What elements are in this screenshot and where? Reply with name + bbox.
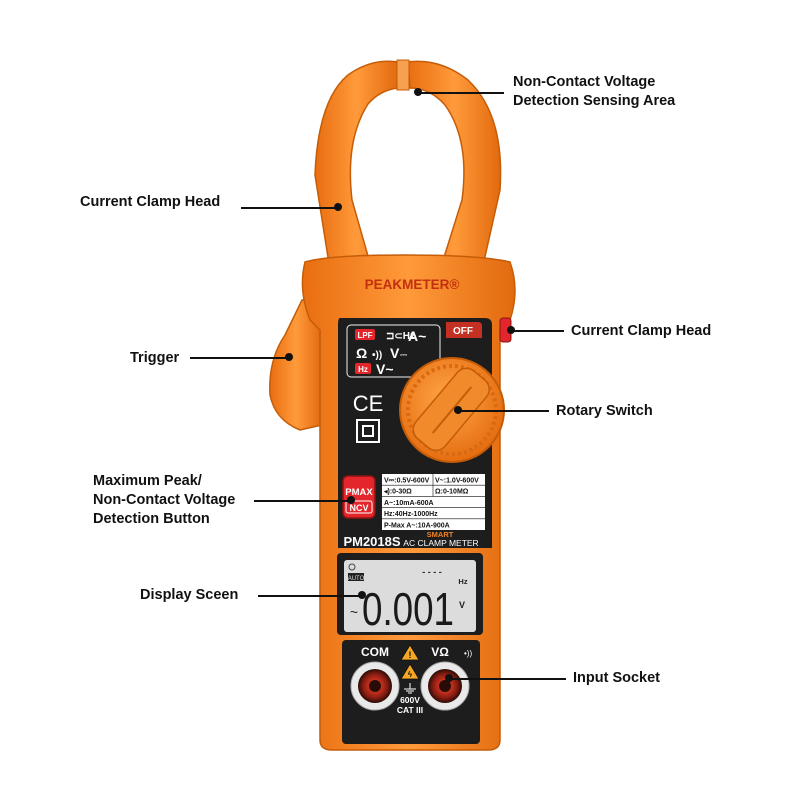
- svg-text:•)): •)): [464, 649, 472, 658]
- ground-icon: [404, 683, 416, 694]
- callout-display-screen: Display Sceen: [140, 587, 239, 603]
- svg-text:NCV: NCV: [349, 503, 368, 513]
- leader-dot-clamp-right: [507, 326, 515, 334]
- spec-cell: P-Max A~:10A-900A: [384, 522, 450, 529]
- callout-clamp-head-left: Current Clamp Head: [80, 194, 221, 210]
- leader-line-ncv: [418, 92, 504, 94]
- spec-cell: A~:10mA-600A: [384, 500, 434, 507]
- svg-text:AUTO: AUTO: [348, 576, 365, 582]
- svg-text:V~: V~: [376, 361, 394, 377]
- svg-text:VΩ: VΩ: [431, 645, 449, 659]
- brand-logo: PEAKMETER®: [365, 277, 460, 292]
- warning-icon: ! ϟ: [400, 644, 420, 680]
- leader-dot-ncv: [414, 88, 422, 96]
- mode-labels: LPF ⊐⊂Hz A~ Ω •)) V ⎓ Hz V~: [346, 324, 441, 378]
- leader-dot-display: [358, 591, 366, 599]
- callout-max-peak: Maximum Peak/ Non-Contact Voltage Detect…: [93, 472, 235, 529]
- model-subtitle: AC CLAMP METER: [403, 538, 478, 548]
- leader-line-max-peak: [254, 500, 350, 502]
- ce-mark: CE: [353, 391, 384, 416]
- callout-ncv-sensing-area: Non-Contact Voltage Detection Sensing Ar…: [513, 73, 675, 111]
- leader-line-rotary: [458, 410, 549, 412]
- callout-max-peak-line3: Detection Button: [93, 511, 210, 527]
- leader-line-clamp-right: [512, 330, 564, 332]
- svg-text:!: !: [409, 650, 412, 660]
- double-insulation-icon: [356, 419, 380, 443]
- svg-text:Ω: Ω: [356, 345, 367, 361]
- smart-label: SMART: [427, 530, 454, 539]
- spec-cell: Ω:0-10MΩ: [435, 489, 469, 496]
- trigger[interactable]: [269, 299, 323, 431]
- leader-line-input: [449, 678, 566, 680]
- svg-text:~: ~: [350, 604, 358, 620]
- callout-max-peak-line1: Maximum Peak/: [93, 473, 202, 489]
- svg-text:⎓: ⎓: [400, 350, 407, 360]
- callout-rotary-switch: Rotary Switch: [556, 403, 653, 419]
- leader-dot-clamp-left: [334, 203, 342, 211]
- com-jack[interactable]: [350, 661, 400, 711]
- svg-text:•)): •)): [372, 350, 382, 361]
- voltage-ohm-jack[interactable]: [420, 661, 470, 711]
- svg-text:OFF: OFF: [453, 326, 473, 337]
- spec-cell: ◂):0-30Ω: [383, 489, 412, 496]
- off-label-tab: [446, 322, 482, 338]
- callout-clamp-head-right: Current Clamp Head: [571, 323, 712, 339]
- spec-cell: V⎓:0.5V-600V: [384, 478, 430, 485]
- callout-input-socket: Input Socket: [573, 670, 661, 686]
- spec-cell: V~:1.0V-600V: [435, 478, 479, 485]
- svg-text:⊐⊂Hz: ⊐⊂Hz: [386, 331, 415, 342]
- callout-trigger: Trigger: [130, 350, 180, 366]
- leader-dot-rotary: [454, 406, 462, 414]
- leader-dot-input: [445, 674, 453, 682]
- leader-line-clamp-left: [241, 207, 338, 209]
- model-name: PM2018S: [343, 534, 400, 549]
- lcd-display: AUTO - - - - Hz ~ 0.001 V: [344, 560, 476, 635]
- callout-max-peak-line2: Non-Contact Voltage: [93, 492, 236, 508]
- svg-text:V: V: [390, 345, 400, 361]
- clamp-jaws: [314, 59, 502, 271]
- leader-dot-max-peak: [347, 496, 355, 504]
- rotary-switch[interactable]: [399, 357, 505, 463]
- svg-text:A~: A~: [408, 328, 426, 344]
- leader-dot-trigger: [285, 353, 293, 361]
- svg-text:Hz: Hz: [458, 577, 467, 586]
- svg-text:CAT III: CAT III: [397, 705, 423, 715]
- callout-ncv-line2: Detection Sensing Area: [513, 93, 676, 109]
- svg-text:PMAX: PMAX: [345, 487, 373, 498]
- pmax-ncv-button[interactable]: PMAX NCV: [342, 475, 376, 519]
- leader-line-trigger: [190, 357, 288, 359]
- svg-text:600V: 600V: [400, 695, 420, 705]
- callout-ncv-line1: Non-Contact Voltage: [513, 74, 656, 90]
- svg-text:- - - -: - - - -: [422, 567, 442, 577]
- svg-text:COM: COM: [361, 645, 389, 659]
- svg-text:V: V: [459, 600, 465, 610]
- spec-table: V⎓:0.5V-600V V~:1.0V-600V ◂):0-30Ω Ω:0-10MΩ…: [382, 474, 485, 530]
- svg-text:LPF: LPF: [357, 331, 372, 340]
- spec-cell: Hz:40Hz-1000Hz: [384, 511, 438, 518]
- leader-line-display: [258, 595, 362, 597]
- svg-text:Hz: Hz: [358, 365, 368, 374]
- svg-text:ϟ: ϟ: [408, 670, 413, 679]
- svg-text:0.001: 0.001: [362, 583, 454, 635]
